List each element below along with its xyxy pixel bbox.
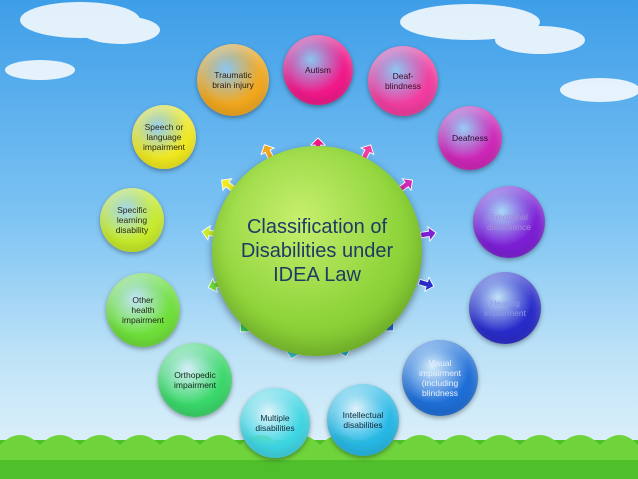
category-node: Intellectual disabilities: [327, 384, 399, 456]
category-node: Deafness: [438, 106, 502, 170]
category-label: Orthopedic impairment: [173, 369, 217, 390]
category-node: Traumatic brain injury: [197, 44, 269, 116]
category-label: Speech or language impairment: [142, 121, 186, 153]
category-node: Visual impairment (including blindness: [402, 340, 478, 416]
category-label: Multiple disabilities: [255, 412, 295, 433]
category-label: Emotional disturbance: [487, 211, 531, 232]
arrow-icon: [420, 225, 437, 243]
category-node: Autism: [283, 35, 353, 105]
category-node: Speech or language impairment: [132, 105, 196, 169]
category-node: Other health impairment: [106, 273, 180, 347]
cloud-icon: [5, 2, 638, 102]
category-label: Hearing impairment: [483, 297, 527, 318]
category-label: Deaf- blindness: [385, 70, 421, 91]
category-node: Emotional disturbance: [473, 186, 545, 258]
category-label: Intellectual disabilities: [342, 409, 384, 430]
category-node: Deaf- blindness: [368, 46, 438, 116]
center-node: Classification of Disabilities under IDE…: [212, 146, 422, 356]
category-node: Orthopedic impairment: [158, 343, 232, 417]
category-label: Deafness: [452, 132, 488, 143]
center-title: Classification of Disabilities under IDE…: [240, 216, 394, 286]
category-label: Autism: [305, 64, 331, 75]
category-node: Specific learning disability: [100, 188, 164, 252]
category-label: Traumatic brain injury: [212, 69, 254, 90]
category-label: Visual impairment (including blindness: [418, 357, 462, 399]
category-label: Other health impairment: [121, 294, 165, 326]
category-node: Hearing impairment: [469, 272, 541, 344]
arrow-icon: [417, 276, 435, 293]
grass-icon: [0, 435, 638, 479]
category-node: Multiple disabilities: [240, 388, 310, 458]
category-label: Specific learning disability: [115, 204, 149, 236]
